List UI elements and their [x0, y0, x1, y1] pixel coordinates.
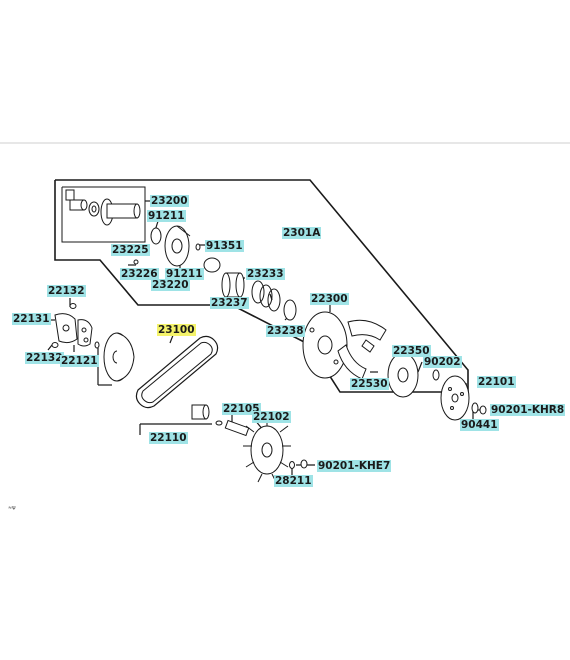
part-22105-collar [191, 404, 210, 420]
part-23200-sleeve [69, 199, 88, 211]
part-22132-slider-b [51, 342, 59, 348]
part-22300-clutch-plate [302, 311, 348, 379]
part-23233-ring-c [267, 288, 281, 312]
part-23237-collar [221, 272, 245, 298]
label-23233: 23233 [246, 268, 285, 280]
label-22530: 22530 [350, 378, 389, 390]
label-22101: 22101 [477, 376, 516, 388]
label-23220: 23220 [151, 279, 190, 291]
label-90202: 90202 [423, 356, 462, 368]
label-91351: 91351 [205, 240, 244, 252]
label-22350: 22350 [392, 345, 431, 357]
label-90201-KHR8: 90201-KHR8 [490, 404, 566, 416]
label-22102: 22102 [252, 411, 291, 423]
label-90201-KHE7: 90201-KHE7 [317, 460, 392, 472]
part-90441-washer [471, 402, 479, 414]
part-22131-ramp-plate [54, 313, 78, 344]
part-90201-KHR8-nut [479, 405, 487, 415]
part-90202-washer [432, 369, 440, 381]
label-23200: 23200 [150, 195, 189, 207]
label-91211-lower: 91211 [165, 268, 204, 280]
part-23200-pulley-boss [100, 198, 141, 226]
part-23238-seal [283, 299, 297, 321]
part-91211-seal [150, 227, 162, 245]
label-23225: 23225 [111, 244, 150, 256]
part-23200-bearing [88, 201, 100, 217]
label-91211: 91211 [147, 210, 186, 222]
part-22121-roller [77, 319, 93, 347]
part-91351-ring [195, 243, 201, 251]
part-90201-KHE7-nut [300, 459, 308, 469]
part-22132-slider-a [69, 303, 77, 309]
part-23100-drive-belt [135, 335, 219, 409]
part-22105-seal [215, 420, 223, 426]
label-90441: 90441 [460, 419, 499, 431]
part-22121-spacer [94, 341, 100, 349]
label-22105: 22105 [222, 403, 261, 415]
part-23220-pulley [164, 225, 191, 267]
part-23233-ring-b [259, 284, 273, 308]
subassembly-frame [61, 186, 146, 243]
label-22131: 22131 [12, 313, 51, 325]
part-22105-shaft-sleeve [224, 419, 250, 437]
label-22132-bottom: 22132 [25, 352, 64, 364]
part-91211-ring [203, 257, 221, 273]
part-23233-ring-a [251, 280, 265, 304]
label-22110: 22110 [149, 432, 188, 444]
part-22101-clutch-bell [440, 375, 470, 421]
label-22132-top: 22132 [47, 285, 86, 297]
label-23238: 23238 [266, 325, 305, 337]
label-2301A: 2301A [282, 227, 322, 239]
label-23237: 23237 [210, 297, 249, 309]
part-23200-pin [65, 189, 75, 201]
part-22530-clutch-shoes [337, 319, 387, 380]
part-28211-washer [289, 461, 295, 469]
part-22350-drive-plate [387, 352, 419, 398]
corner-mark: ≈ψ [8, 505, 16, 511]
label-22300: 22300 [310, 293, 349, 305]
label-22121: 22121 [60, 355, 99, 367]
part-23226-pin [133, 259, 139, 265]
part-22110-pulley [103, 332, 135, 382]
label-23100: 23100 [157, 324, 196, 336]
label-28211: 28211 [274, 475, 313, 487]
part-22102-fan-pulley [243, 418, 291, 483]
label-23226: 23226 [120, 268, 159, 280]
